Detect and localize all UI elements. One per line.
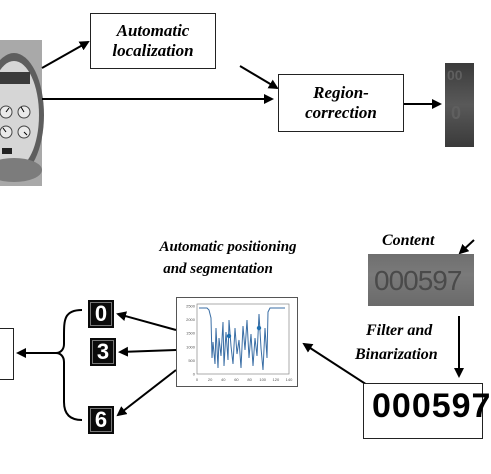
arrow-plot-to-digit-0 <box>116 311 177 331</box>
plot-x-tick-label: 100 <box>259 377 266 382</box>
arrow-plot-to-digit-3 <box>118 346 177 357</box>
cropped-region-image: 00 0 <box>445 63 474 147</box>
plot-x-tick-label: 40 <box>221 377 226 382</box>
plot-series-line <box>199 307 285 371</box>
localization-line-1: Automatic <box>116 21 190 40</box>
segmented-digit-6: 6 <box>88 406 114 434</box>
projection-plot-svg: 2500 2000 1500 1000 500 0 0 20 40 60 80 100 120 140 <box>186 303 293 383</box>
projection-plot: 2500 2000 1500 1000 500 0 0 20 40 60 80 100 120 140 <box>176 297 298 387</box>
arrow-photo-to-localization <box>41 41 90 69</box>
plot-y-axis: 2500 2000 1500 1000 500 0 <box>186 304 196 377</box>
localization-line-2: localization <box>112 41 194 60</box>
region-correction-line-1: Region- <box>313 83 369 102</box>
cropped-region-text-mid: 0 <box>451 103 462 123</box>
region-correction-box: Region- correction <box>278 74 404 132</box>
plot-x-tick-label: 120 <box>273 377 280 382</box>
plot-x-tick-label: 0 <box>196 377 199 382</box>
gray-strip-text: 000597 <box>374 265 462 296</box>
positioning-label-line-1: Automatic positioning <box>159 239 297 255</box>
plot-x-tick-label: 60 <box>234 377 239 382</box>
plot-y-tick-label: 500 <box>188 358 195 363</box>
filter-label-line-1: Filter and <box>366 322 433 339</box>
region-correction-line-2: correction <box>305 103 377 122</box>
cropped-region-text-top: 00 <box>447 67 463 83</box>
plot-frame <box>196 303 290 375</box>
digit-group-brace <box>55 309 83 421</box>
arrow-content-pointer <box>458 239 475 255</box>
plot-y-tick-label: 0 <box>193 372 196 377</box>
meter-face-image <box>0 40 44 186</box>
binarized-digits-box: 000597 <box>363 383 490 439</box>
arrow-localization-to-correction <box>239 65 279 90</box>
filter-label-line-2: Binarization <box>355 346 438 363</box>
plot-marker <box>226 333 232 339</box>
arrow-plot-to-digit-6 <box>116 369 177 417</box>
plot-y-tick-label: 1500 <box>186 331 196 336</box>
output-box-partial <box>0 328 14 380</box>
positioning-label-line-2: and segmentation <box>163 261 273 277</box>
plot-x-tick-label: 80 <box>247 377 252 382</box>
segmented-digit-3: 3 <box>90 338 116 366</box>
connector-layer <box>16 41 475 421</box>
binarized-digits-text: 000597 <box>372 387 491 425</box>
meter-photo <box>0 40 44 186</box>
pipeline-diagram: Automatic localization Region- correctio… <box>0 13 491 439</box>
plot-y-tick-label: 2500 <box>186 304 196 309</box>
plot-x-axis: 0 20 40 60 80 100 120 140 <box>196 377 293 382</box>
plot-x-tick-label: 140 <box>286 377 293 382</box>
plot-x-tick-label: 20 <box>208 377 213 382</box>
segmented-digit-0: 0 <box>88 300 114 328</box>
content-label: Content <box>382 232 435 249</box>
gray-digit-strip: 000597 <box>368 254 474 306</box>
plot-y-tick-label: 2000 <box>186 317 196 322</box>
localization-box: Automatic localization <box>90 13 216 69</box>
plot-y-tick-label: 1000 <box>186 344 196 349</box>
plot-marker <box>256 325 262 331</box>
